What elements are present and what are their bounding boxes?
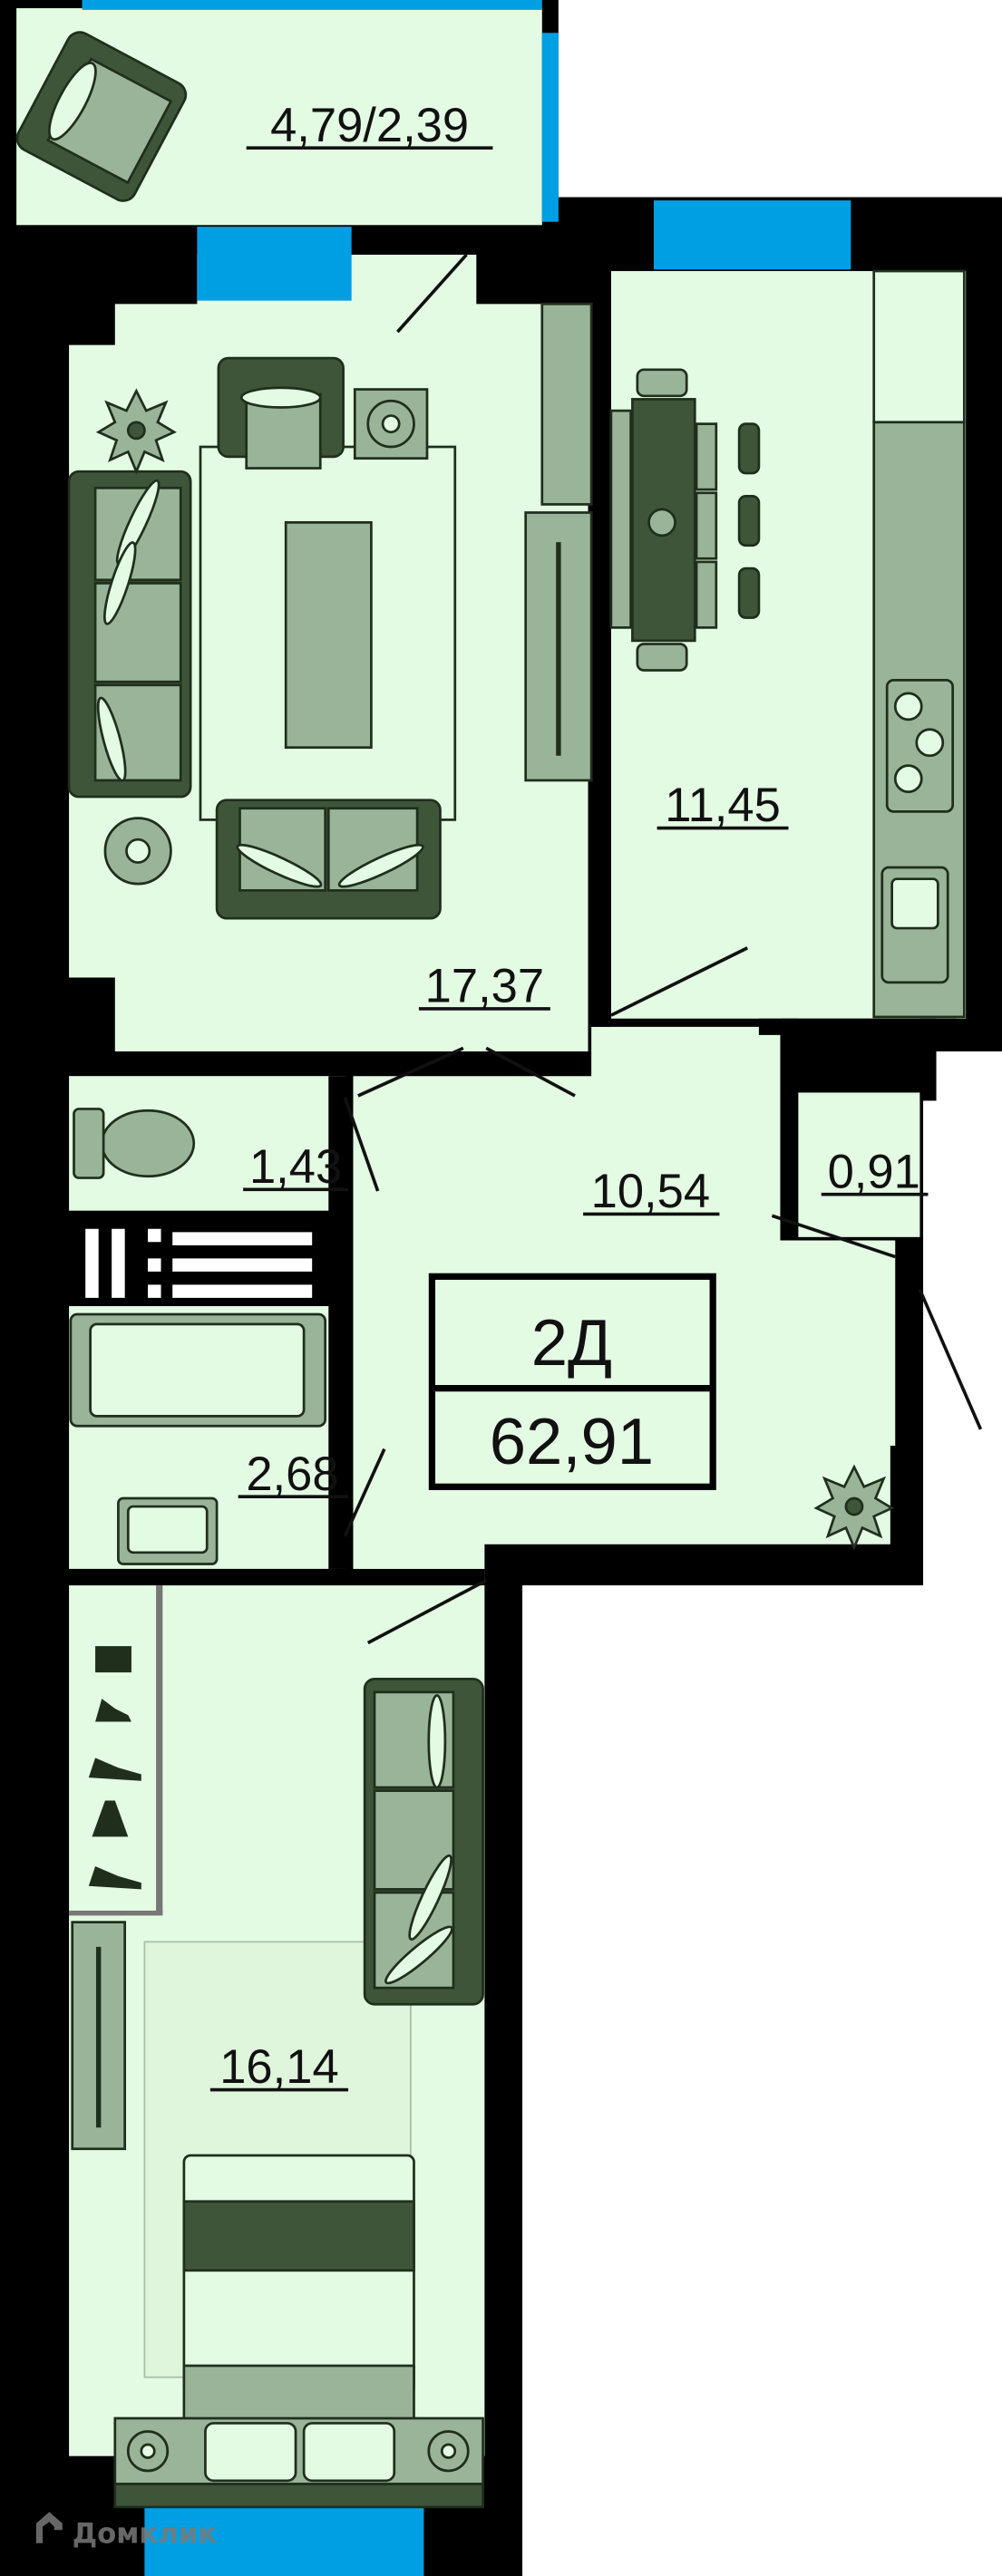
- window: [144, 2505, 424, 2576]
- sneaker-icon: [88, 1758, 141, 1781]
- room-area-balcony: 4,79/2,39: [270, 99, 469, 152]
- window: [82, 0, 542, 10]
- coffee-table: [284, 521, 373, 750]
- window: [197, 227, 352, 301]
- windows: [82, 0, 851, 2576]
- toilet: [100, 1109, 196, 1178]
- room-area-hallway: 10,54: [591, 1165, 710, 1218]
- watermark: Домклик: [35, 2512, 218, 2551]
- window: [541, 33, 559, 222]
- storage-floor: [796, 1092, 920, 1237]
- shoe-icon: [95, 1699, 131, 1722]
- bed: [182, 2154, 415, 2396]
- domclick-logo-icon: [35, 2512, 63, 2543]
- wardrobe-items: [88, 1646, 141, 1890]
- room-area-bedroom: 16,14: [219, 2040, 338, 2094]
- plant-icon: [95, 388, 177, 475]
- interior-walls: [69, 271, 957, 1916]
- doors: [343, 253, 983, 1645]
- wardrobe: [540, 302, 593, 506]
- bedroom-furniture: [71, 1646, 484, 2509]
- hallway-furniture: [813, 1464, 895, 1551]
- kitchen-furniture: [609, 269, 966, 1019]
- plant-icon: [813, 1464, 895, 1551]
- room-labels: 4,79/2,39 17,37 11,45 1,43 10,54 0,91 2,…: [209, 99, 929, 2094]
- room-area-living-room: 17,37: [425, 960, 544, 1013]
- window: [653, 200, 851, 270]
- sneaker-icon: [88, 1866, 141, 1890]
- room-area-storage: 0,91: [828, 1145, 920, 1198]
- dress-icon: [92, 1800, 129, 1837]
- living-room-furniture: [67, 302, 593, 920]
- apartment-badge: 2Д 62,91: [428, 1273, 716, 1490]
- fridge: [872, 269, 966, 424]
- balcony-armchair: [15, 31, 188, 202]
- room-area-kitchen: 11,45: [665, 779, 781, 832]
- watermark-text: Домклик: [73, 2518, 218, 2551]
- apartment-type: 2Д: [531, 1306, 612, 1380]
- total-area: 62,91: [490, 1405, 654, 1478]
- bag-icon: [95, 1646, 131, 1673]
- bathroom-fixtures: [69, 1108, 332, 1565]
- room-area-toilet: 1,43: [249, 1140, 342, 1194]
- room-area-bathroom: 2,68: [246, 1448, 338, 1501]
